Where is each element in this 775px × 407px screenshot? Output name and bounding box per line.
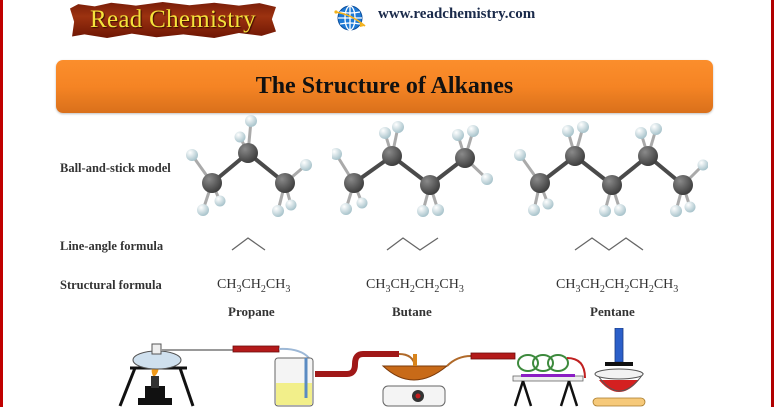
pentane-line-angle-formula: [574, 237, 644, 251]
page-title: The Structure of Alkanes: [255, 73, 514, 99]
hot-plate-icon: [381, 354, 449, 407]
propane-line-angle-formula: [231, 237, 266, 251]
logo-text: Read Chemistry: [90, 6, 256, 33]
pentane-ball-and-stick-model: [514, 121, 708, 217]
propane-structural-formula: CH3CH2CH3: [217, 277, 291, 295]
globe-icon: [334, 5, 366, 31]
butane-name: Butane: [392, 304, 432, 319]
butane-line-angle-formula: [386, 237, 439, 251]
title-banner: The Structure of Alkanes: [56, 60, 713, 113]
propane-name: Propane: [228, 304, 275, 319]
left-border: [0, 0, 3, 407]
butane-ball-and-stick-model: [332, 121, 493, 217]
wash-bottle-icon: [274, 357, 314, 407]
flask-burette-icon: [592, 328, 646, 407]
lab-apparatus-illustration: [118, 328, 646, 407]
pentane-structural-formula: CH3CH2CH2CH2CH3: [556, 277, 679, 295]
right-border: [771, 0, 774, 407]
label-ball-and-stick: Ball-and-stick model: [60, 161, 171, 175]
propane-ball-and-stick-model: [186, 115, 312, 217]
label-structural: Structural formula: [60, 278, 162, 292]
tripod-burner-icon: [118, 343, 195, 407]
site-url-link[interactable]: www.readchemistry.com: [378, 6, 536, 22]
label-line-angle: Line-angle formula: [60, 239, 164, 253]
site-logo[interactable]: Read Chemistry: [70, 2, 276, 38]
butane-structural-formula: CH3CH2CH2CH3: [366, 277, 464, 295]
pentane-name: Pentane: [590, 304, 635, 319]
